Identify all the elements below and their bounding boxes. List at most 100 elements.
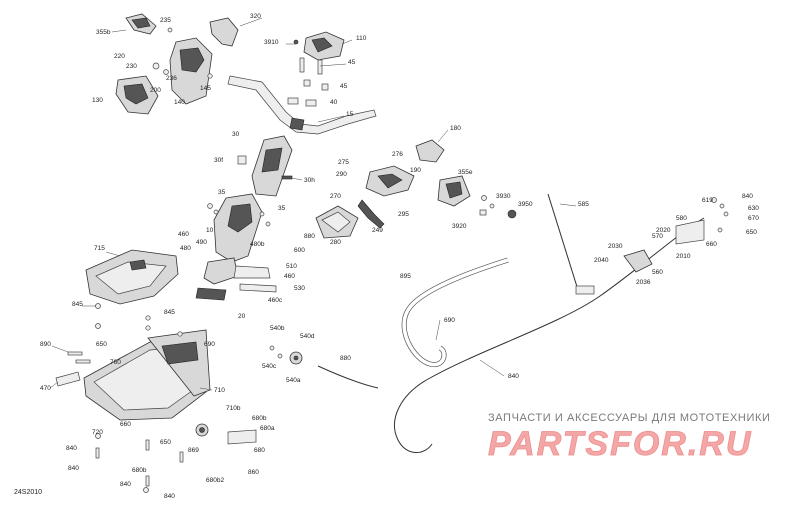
callout: 650 [746, 229, 757, 236]
small-hardware [479, 195, 517, 219]
cables [269, 193, 729, 453]
callout: 2036 [636, 279, 651, 286]
callout: 715 [94, 245, 105, 252]
callout: 650 [96, 341, 107, 348]
callout: 140 [174, 99, 185, 106]
callout: 10 [206, 227, 214, 234]
callout: 40 [330, 99, 338, 106]
steering-column-lower [195, 193, 277, 301]
callout: 869 [188, 447, 199, 454]
callout: 2020 [656, 227, 671, 234]
callout: 130 [92, 97, 103, 104]
callout: 20 [238, 313, 246, 320]
callout: 290 [336, 171, 347, 178]
callout: 619 [702, 197, 713, 204]
callout: 895 [400, 273, 411, 280]
handlebar [227, 75, 377, 135]
callout: 680b [252, 415, 267, 422]
callout: 249 [372, 227, 383, 234]
callout: 355b [96, 29, 111, 36]
callout: 880 [340, 355, 351, 362]
steering-column-top [237, 135, 293, 197]
callout: 30h [304, 177, 315, 184]
callout: 540b [270, 325, 285, 332]
callout: 860 [248, 469, 259, 476]
callout: 845 [72, 301, 83, 308]
callout: 35 [218, 189, 226, 196]
callout: 320 [250, 13, 261, 20]
callout: 660 [120, 421, 131, 428]
callout: 570 [652, 233, 663, 240]
callout: 460 [178, 231, 189, 238]
callout: 680a [260, 425, 275, 432]
callout: 3920 [452, 223, 467, 230]
callout: 680b2 [206, 477, 224, 484]
callout: 540a [286, 377, 301, 384]
watermark-logo-text: PARTSFOR.RU [488, 425, 752, 463]
callout: 710 [214, 387, 225, 394]
callout: 585 [578, 201, 589, 208]
callout: 35 [278, 205, 286, 212]
callout: 460c [268, 297, 283, 304]
callout: 45 [348, 59, 356, 66]
callout: 145 [200, 85, 211, 92]
callout: 2040 [594, 257, 609, 264]
callout: 540d [300, 333, 315, 340]
callout-labels: 320 235 355b 110 220 230 236 3910 45 200… [40, 13, 759, 500]
callout: 480b [250, 241, 265, 248]
callout: 236 [166, 75, 177, 82]
callout: 295 [398, 211, 409, 218]
diagram-code: 24S2010 [14, 489, 43, 496]
callout: 670 [748, 215, 759, 222]
callout: 890 [40, 341, 51, 348]
callout: 845 [164, 309, 175, 316]
callout: 720 [92, 429, 103, 436]
throttle-switch-group [315, 139, 471, 239]
callout: 110 [356, 35, 367, 42]
callout: 480 [180, 245, 191, 252]
callout: 690 [204, 341, 215, 348]
leader-lines [49, 17, 577, 391]
callout: 280 [330, 239, 341, 246]
callout: 2010 [676, 253, 691, 260]
callout: 840 [66, 445, 77, 452]
callout: 840 [508, 373, 519, 380]
callout: 530 [294, 285, 305, 292]
left-switch-housing-group [115, 13, 239, 115]
callout: 355e [458, 169, 473, 176]
callout: 200 [150, 87, 161, 94]
callout: 190 [410, 167, 421, 174]
callout: 580 [676, 215, 687, 222]
bolt-stack [287, 57, 329, 107]
callout: 15 [346, 111, 354, 118]
callout: 660 [706, 241, 717, 248]
watermark-text: ЗАПЧАСТИ И АКСЕССУАРЫ ДЛЯ МОТОТЕХНИКИ [488, 412, 771, 424]
callout: 276 [392, 151, 403, 158]
callout: 270 [330, 193, 341, 200]
callout: 3930 [496, 193, 511, 200]
callout: 840 [742, 193, 753, 200]
watermark-logo: PARTSFOR.RU [488, 425, 752, 463]
floor-hardware [67, 303, 184, 493]
callout: 560 [652, 269, 663, 276]
callout: 220 [114, 53, 125, 60]
callout: 460 [284, 273, 295, 280]
callout: 490 [196, 239, 207, 246]
callout: 650 [160, 439, 171, 446]
callout: 30f [214, 157, 223, 164]
right-housing-group [293, 31, 345, 61]
callout: 45 [340, 83, 348, 90]
callout: 760 [110, 359, 121, 366]
callout: 840 [164, 493, 175, 500]
callout: 470 [40, 385, 51, 392]
callout: 680 [254, 447, 265, 454]
callout: 230 [126, 63, 137, 70]
callout: 180 [450, 125, 461, 132]
callout: 2030 [608, 243, 623, 250]
callout: 3910 [264, 39, 279, 46]
callout: 3950 [518, 201, 533, 208]
callout: 840 [120, 481, 131, 488]
callout: 275 [338, 159, 349, 166]
callout: 840 [68, 465, 79, 472]
